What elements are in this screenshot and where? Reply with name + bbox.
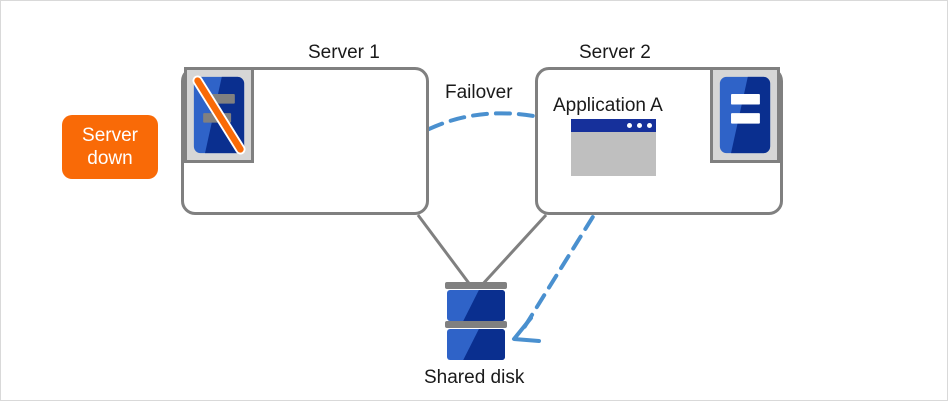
disk-write-arrowhead-icon	[512, 316, 541, 343]
label-failover: Failover	[445, 82, 513, 103]
server-rack-icon	[719, 76, 771, 154]
server-2-icon	[710, 67, 780, 163]
disk-bar	[445, 282, 507, 289]
status-badge-line-2: down	[87, 148, 133, 169]
application-window-titlebar	[571, 119, 656, 132]
status-badge-server-down: Server down	[62, 115, 158, 179]
connector-server1-to-disk	[416, 214, 473, 287]
window-dot-icon	[647, 123, 652, 128]
label-server-2: Server 2	[579, 42, 651, 63]
server-rack-down-icon	[192, 75, 246, 155]
application-window-body	[571, 132, 656, 176]
failover-arrow-icon	[407, 111, 551, 142]
status-badge-line-1: Server	[82, 125, 138, 146]
server-1-icon	[184, 67, 254, 163]
disk-unit	[447, 290, 505, 321]
connector-server2-to-disk	[479, 213, 548, 288]
label-shared-disk: Shared disk	[424, 367, 525, 388]
label-application-a: Application A	[553, 95, 663, 116]
disk-bar	[445, 321, 507, 328]
application-window-icon	[571, 119, 656, 176]
disk-unit	[447, 329, 505, 360]
window-dot-icon	[627, 123, 632, 128]
label-server-1: Server 1	[308, 42, 380, 63]
window-dot-icon	[637, 123, 642, 128]
shared-disk-icon	[445, 282, 507, 362]
